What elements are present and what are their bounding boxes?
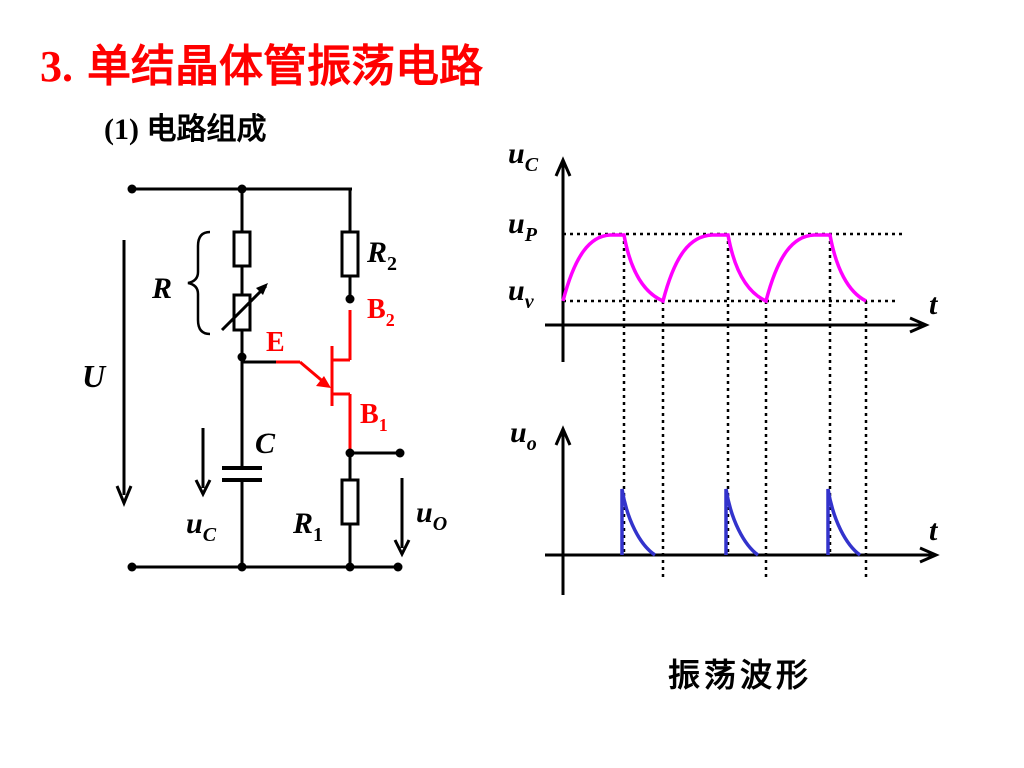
label-r2: R2: [366, 236, 397, 275]
title-text: 单结晶体管振荡电路: [87, 42, 483, 91]
terminal-dot: [393, 562, 403, 572]
top-y-axis-arrow-icon: [554, 156, 572, 177]
terminal-dot: [345, 294, 355, 304]
junction-dot: [237, 352, 247, 362]
output-pulse: [826, 488, 862, 557]
output-pulse: [724, 488, 760, 557]
label-c: C: [255, 427, 276, 460]
bottom-x-axis-arrow-icon: [919, 546, 940, 564]
label-top-t: t: [929, 288, 939, 321]
label-uc: uC: [186, 507, 217, 546]
resistor-r1: [340, 478, 360, 526]
output-pulse: [620, 488, 657, 557]
variable-arrowhead-icon: [256, 283, 268, 295]
resistor-r-fixed: [232, 230, 252, 268]
label-b2: B2: [367, 294, 395, 330]
junction-dot: [237, 184, 247, 194]
bottom-y-axis-arrow-icon: [554, 425, 572, 446]
title-number: 3.: [40, 42, 73, 91]
label-u: U: [82, 358, 107, 394]
brace-icon: [187, 230, 211, 336]
label-up: uP: [508, 207, 538, 246]
junction-dot: [345, 448, 355, 458]
resistor-r-variable: [232, 293, 252, 332]
terminal-dot: [127, 184, 137, 194]
resistor-r2: [340, 230, 360, 278]
terminal-dot: [127, 562, 137, 572]
slide-title: 3. 单结晶体管振荡电路: [40, 30, 483, 94]
waveform-caption: 振荡波形: [668, 657, 813, 693]
emitter-arrowhead-icon: [316, 376, 331, 388]
junction-dot: [345, 562, 355, 572]
label-b1: B1: [360, 399, 388, 435]
subtitle-text: 电路组成: [146, 113, 267, 146]
top-x-axis-arrow-icon: [909, 316, 930, 334]
subtitle-number: (1): [104, 113, 139, 146]
label-uv: uv: [508, 274, 535, 313]
terminal-dot: [395, 448, 405, 458]
label-r: R: [151, 272, 172, 305]
label-uo: uO: [416, 496, 447, 535]
label-top-y: uC: [508, 137, 539, 176]
variable-arrow-icon: [220, 284, 268, 332]
label-e: E: [266, 327, 285, 358]
output-pulse-waveform: [620, 488, 862, 557]
label-bottom-t: t: [929, 514, 939, 547]
section-subtitle: (1) 电路组成: [104, 104, 266, 148]
label-r1: R1: [292, 507, 323, 546]
label-bottom-y: uo: [510, 416, 537, 455]
capacitor-voltage-waveform: [561, 233, 867, 304]
junction-dot: [237, 562, 247, 572]
